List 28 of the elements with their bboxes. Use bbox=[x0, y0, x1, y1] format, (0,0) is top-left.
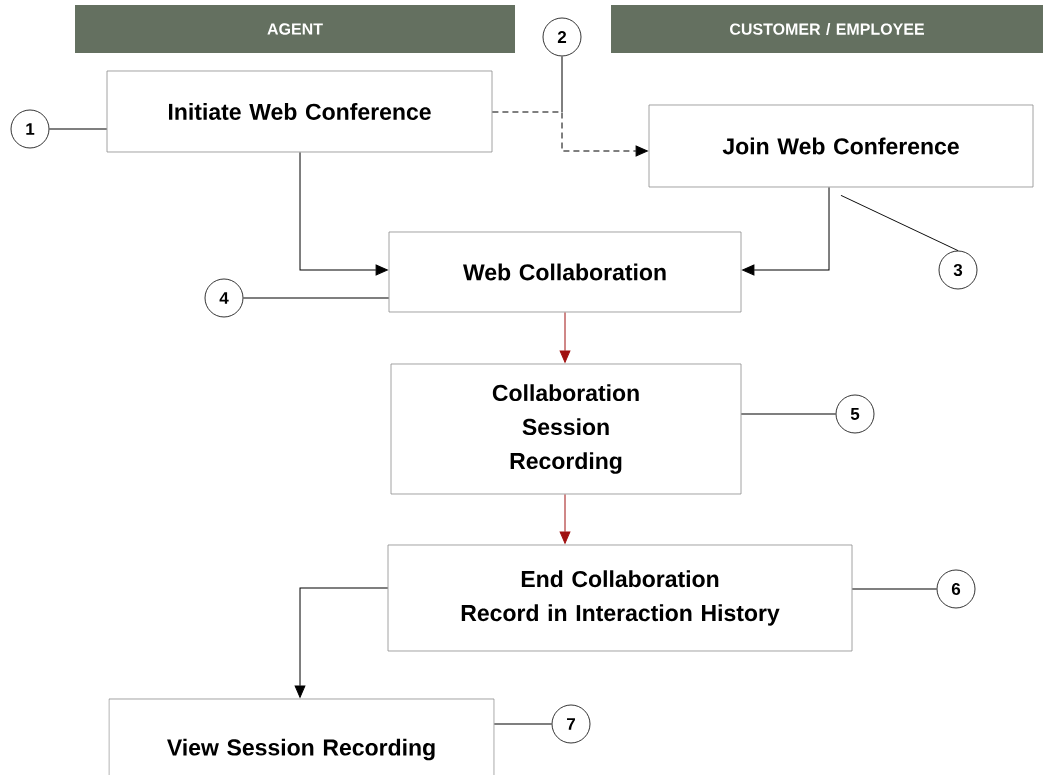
process-box: View Session Recording bbox=[108, 698, 495, 775]
leader-line bbox=[493, 723, 553, 725]
leader-line bbox=[851, 588, 938, 590]
leader-line bbox=[840, 194, 959, 252]
arrow bbox=[559, 311, 571, 363]
callout-number: 5 bbox=[835, 394, 875, 434]
header-band: CUSTOMER / EMPLOYEE bbox=[611, 5, 1043, 53]
leader-line bbox=[740, 413, 837, 415]
arrow bbox=[299, 151, 388, 276]
header-band: AGENT bbox=[75, 5, 515, 53]
callout-number: 1 bbox=[10, 109, 50, 149]
callout-number: 4 bbox=[204, 278, 244, 318]
process-box: Collaboration Session Recording bbox=[390, 363, 742, 495]
callout-number: 7 bbox=[551, 704, 591, 744]
callout-number: 3 bbox=[938, 250, 978, 290]
arrow bbox=[559, 493, 571, 544]
arrow bbox=[491, 111, 648, 157]
process-box: End Collaboration Record in Interaction History bbox=[387, 544, 853, 652]
leader-line bbox=[561, 55, 563, 113]
callout-number: 6 bbox=[936, 569, 976, 609]
leader-line bbox=[48, 128, 108, 130]
process-box: Join Web Conference bbox=[648, 104, 1034, 188]
arrow bbox=[742, 186, 830, 276]
leader-line bbox=[242, 297, 390, 299]
process-box: Web Collaboration bbox=[388, 231, 742, 313]
arrow bbox=[294, 587, 389, 698]
process-box: Initiate Web Conference bbox=[106, 70, 493, 153]
callout-number: 2 bbox=[542, 17, 582, 57]
